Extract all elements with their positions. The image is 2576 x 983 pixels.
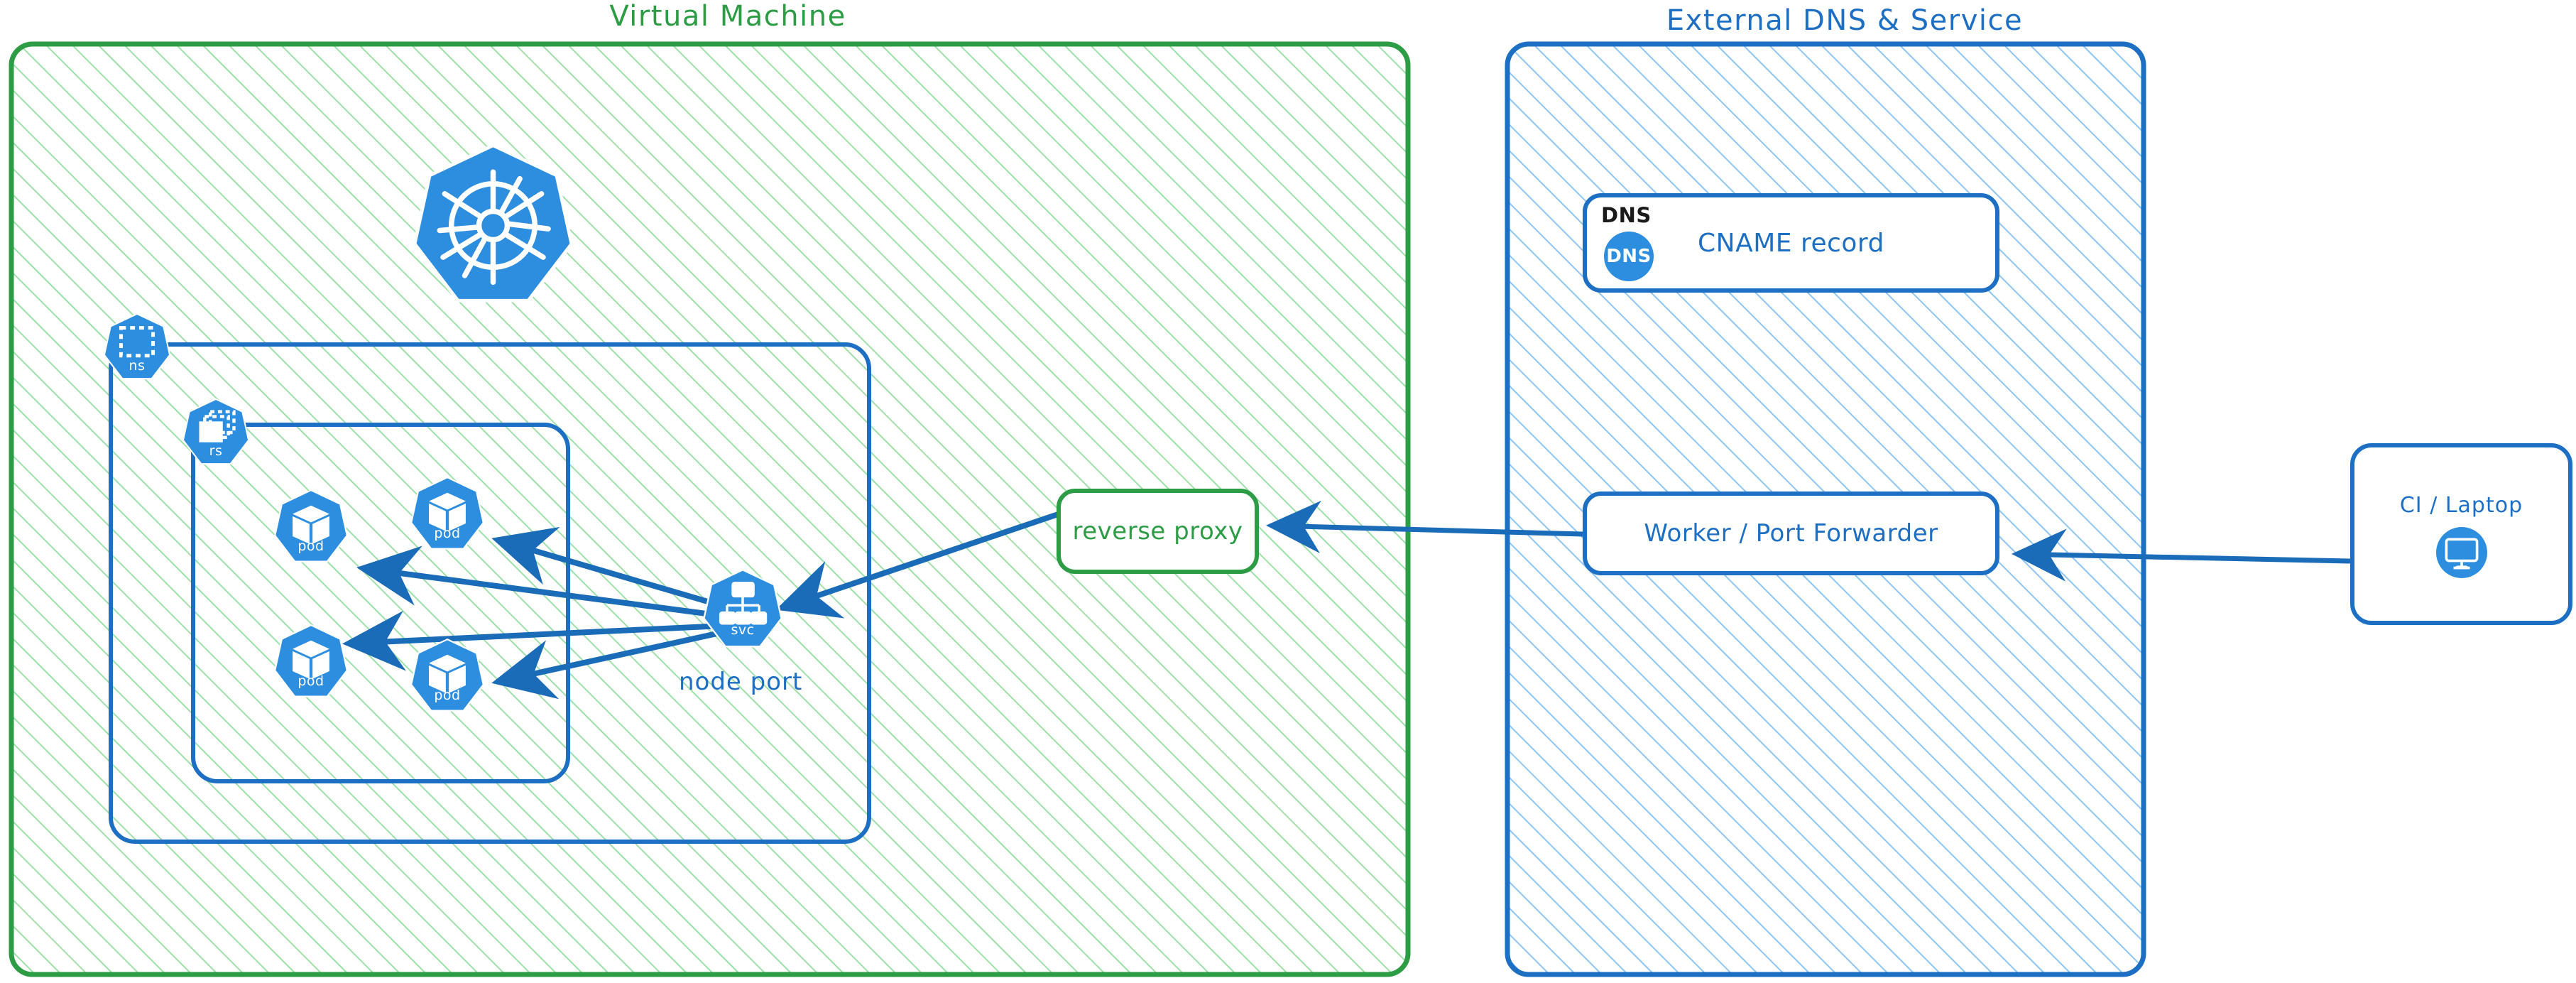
panel-title-virtual-machine: Virtual Machine: [609, 0, 846, 33]
ci-laptop-label: CI / Laptop: [2399, 493, 2523, 518]
cname-record-label: CNAME record: [1698, 228, 1884, 258]
panel-title-external-dns-service: External DNS & Service: [1666, 4, 2024, 37]
kubernetes-logo-icon: [410, 142, 577, 309]
edge-node-port-to-pod-4: [491, 625, 743, 700]
edge-worker-to-reverse-proxy: [1266, 500, 1583, 553]
replicaset-icon: rs: [181, 398, 251, 467]
edge-ci-to-worker: [2012, 528, 2351, 582]
namespace-icon: ns: [102, 313, 172, 382]
pod-icon-4: pod: [409, 638, 486, 715]
panel-virtual-machine: [9, 41, 1411, 977]
reverse-proxy-label: reverse proxy: [1072, 517, 1243, 545]
dns-badge-icon: DNS: [1604, 232, 1654, 281]
dns-cname-card[interactable]: DNS DNS CNAME record: [1583, 193, 1999, 293]
worker-port-forwarder-box[interactable]: Worker / Port Forwarder: [1583, 492, 1999, 575]
pod-icon-3: pod: [273, 624, 349, 700]
node-port-label: node port: [679, 668, 803, 696]
edge-node-port-to-pod-1: [356, 545, 739, 621]
desktop-monitor-icon: [2435, 527, 2487, 578]
worker-port-forwarder-label: Worker / Port Forwarder: [1644, 519, 1938, 548]
dns-kind-label: DNS: [1601, 203, 1652, 227]
reverse-proxy-box[interactable]: reverse proxy: [1057, 489, 1259, 574]
edge-node-port-to-pod-2: [491, 526, 746, 615]
edge-node-port-to-pod-3: [342, 610, 739, 671]
edge-reverse-proxy-to-node-port: [775, 510, 1064, 619]
namespace-container-box: [109, 342, 871, 844]
service-icon: svc: [702, 568, 784, 651]
pod-icon-2: pod: [409, 476, 486, 553]
replicaset-container-box: [191, 423, 570, 783]
pod-icon-1: pod: [273, 489, 349, 565]
ci-laptop-box[interactable]: CI / Laptop: [2350, 443, 2572, 625]
